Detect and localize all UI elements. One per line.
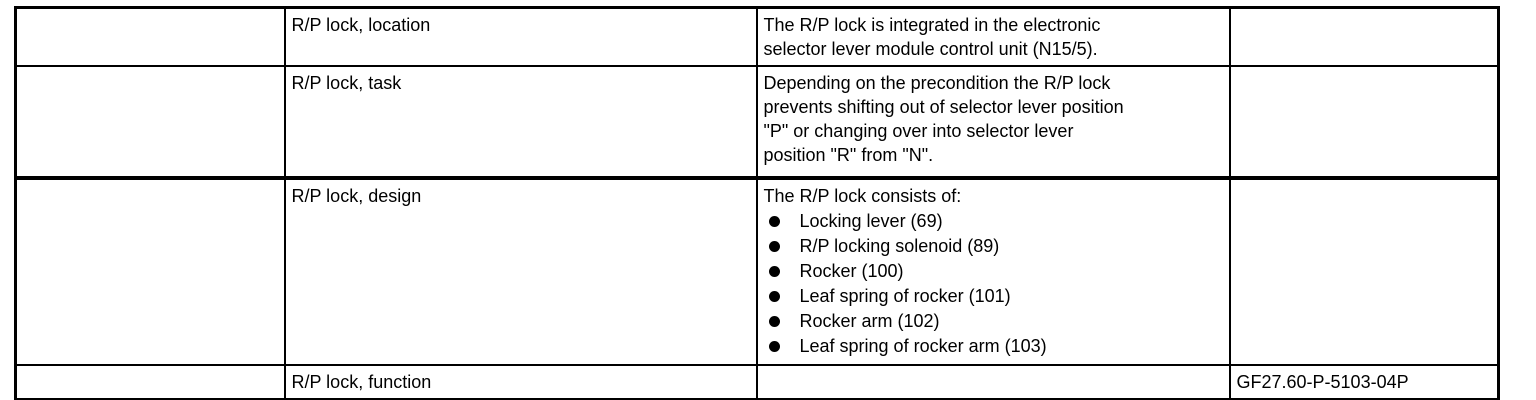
table-row-design: R/P lock, design The R/P lock consists o… bbox=[14, 176, 1500, 366]
description-line: Depending on the precondition the R/P lo… bbox=[763, 73, 1111, 93]
list-item-label: Leaf spring of rocker (101) bbox=[799, 286, 1011, 306]
topic-label: R/P lock, location bbox=[291, 15, 431, 35]
list-item-label: R/P locking solenoid (89) bbox=[799, 236, 1000, 256]
topic-label: R/P lock, function bbox=[291, 372, 432, 392]
empty-cell bbox=[14, 6, 286, 67]
ref-cell: GF27.60-P-5103-04P bbox=[1228, 364, 1500, 400]
table-row-function: R/P lock, function GF27.60-P-5103-04P bbox=[14, 364, 1500, 400]
topic-label: R/P lock, task bbox=[291, 73, 402, 93]
list-item: Leaf spring of rocker (101) bbox=[764, 284, 1223, 309]
rp-lock-spec-table: R/P lock, location The R/P lock is integ… bbox=[14, 6, 1500, 400]
description-line: prevents shifting out of selector lever … bbox=[763, 97, 1124, 117]
empty-cell bbox=[14, 364, 286, 400]
topic-cell: R/P lock, location bbox=[283, 6, 758, 67]
list-item: Rocker arm (102) bbox=[764, 309, 1223, 334]
list-item: Locking lever (69) bbox=[764, 209, 1223, 234]
bullet-icon bbox=[768, 316, 780, 327]
bullet-icon bbox=[768, 266, 780, 277]
bullet-icon bbox=[768, 216, 780, 227]
document-code: GF27.60-P-5103-04P bbox=[1236, 372, 1409, 392]
list-item-label: Rocker (100) bbox=[799, 261, 904, 281]
description-cell bbox=[755, 364, 1231, 400]
description-line: The R/P lock is integrated in the electr… bbox=[763, 15, 1101, 35]
table-row-location: R/P lock, location The R/P lock is integ… bbox=[14, 6, 1500, 67]
list-item: Rocker (100) bbox=[764, 259, 1223, 284]
list-item-label: Leaf spring of rocker arm (103) bbox=[799, 336, 1047, 356]
topic-cell: R/P lock, task bbox=[283, 65, 758, 179]
topic-cell: R/P lock, design bbox=[283, 176, 758, 366]
list-item-label: Rocker arm (102) bbox=[799, 311, 940, 331]
description-line: position "R" from "N". bbox=[763, 145, 934, 165]
table-row-task: R/P lock, task Depending on the precondi… bbox=[14, 65, 1500, 179]
description-cell: The R/P lock consists of: Locking lever … bbox=[755, 176, 1231, 366]
empty-cell bbox=[14, 176, 286, 366]
list-item-label: Locking lever (69) bbox=[799, 211, 943, 231]
bullet-icon bbox=[768, 291, 780, 302]
list-item: Leaf spring of rocker arm (103) bbox=[764, 334, 1223, 359]
list-item: R/P locking solenoid (89) bbox=[764, 234, 1223, 259]
topic-cell: R/P lock, function bbox=[283, 364, 758, 400]
description-line: "P" or changing over into selector lever bbox=[763, 121, 1074, 141]
description-cell: Depending on the precondition the R/P lo… bbox=[755, 65, 1231, 179]
component-list: Locking lever (69) R/P locking solenoid … bbox=[764, 209, 1223, 359]
description-line: selector lever module control unit (N15/… bbox=[763, 39, 1098, 59]
description-intro: The R/P lock consists of: bbox=[763, 186, 962, 206]
ref-cell bbox=[1228, 6, 1500, 67]
empty-cell bbox=[14, 65, 286, 179]
bullet-icon bbox=[768, 341, 780, 352]
ref-cell bbox=[1228, 65, 1500, 179]
bullet-icon bbox=[768, 241, 780, 252]
description-cell: The R/P lock is integrated in the electr… bbox=[755, 6, 1231, 67]
topic-label: R/P lock, design bbox=[291, 186, 422, 206]
ref-cell bbox=[1228, 176, 1500, 366]
